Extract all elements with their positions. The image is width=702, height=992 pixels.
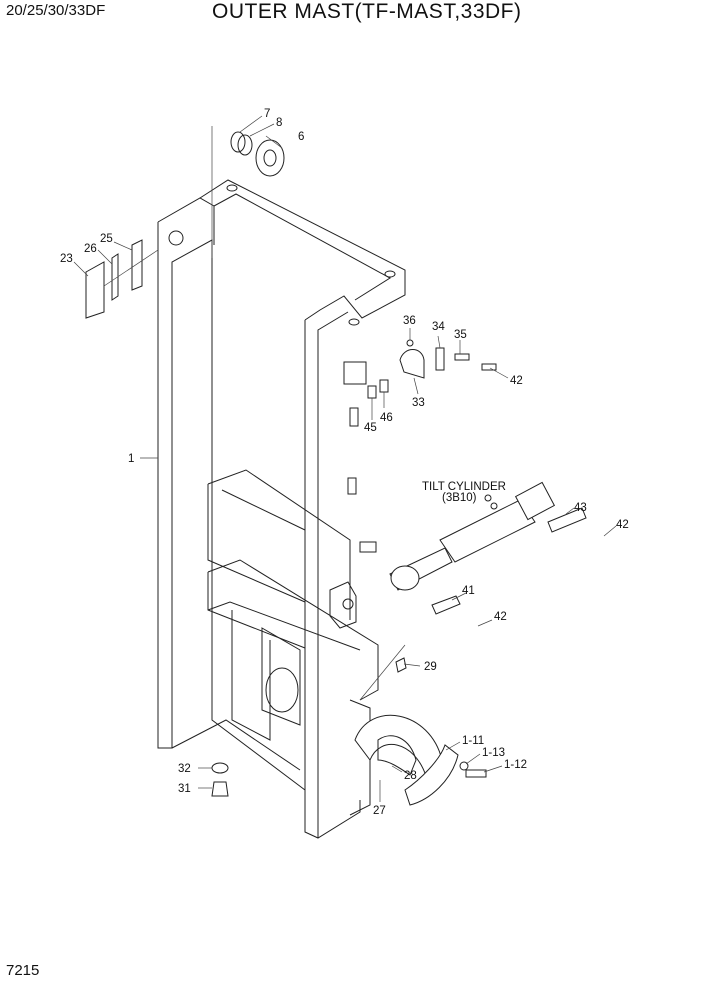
- callout-36: 36: [403, 315, 416, 327]
- callout-32: 32: [178, 763, 191, 775]
- callout-31: 31: [178, 783, 191, 795]
- callout-43: 43: [574, 502, 587, 514]
- callout-45: 45: [364, 422, 377, 434]
- callout-42-clamp: 42: [510, 375, 523, 387]
- callout-1-11: 1-11: [462, 735, 484, 747]
- page-number: 7215: [6, 962, 40, 979]
- bearing-parts: [211, 126, 285, 258]
- callout-35: 35: [454, 329, 467, 341]
- callout-7: 7: [264, 108, 270, 120]
- callout-42-pin: 42: [494, 611, 507, 623]
- callout-1: 1: [128, 453, 134, 465]
- page-title: OUTER MAST(TF-MAST,33DF): [212, 0, 522, 23]
- callout-33: 33: [412, 397, 425, 409]
- callout-42-cylinder: 42: [616, 519, 629, 531]
- hose-clamp-parts: [367, 339, 497, 399]
- callout-27: 27: [373, 805, 386, 817]
- callout-23: 23: [60, 253, 73, 265]
- side-plates: [85, 239, 159, 319]
- callout-8: 8: [276, 117, 282, 129]
- callout-1-12: 1-12: [504, 759, 527, 771]
- leader-lines: [73, 115, 617, 802]
- tilt-cylinder-ref: (3B10): [442, 492, 477, 504]
- callout-26: 26: [84, 243, 97, 255]
- callout-6: 6: [298, 131, 304, 143]
- tilt-cylinder: [389, 481, 587, 615]
- callout-41: 41: [462, 585, 475, 597]
- tilt-cylinder-label: TILT CYLINDER: [422, 481, 506, 493]
- callout-29: 29: [424, 661, 437, 673]
- callout-28: 28: [404, 770, 417, 782]
- callout-1-13: 1-13: [482, 747, 505, 759]
- model-code: 20/25/30/33DF: [6, 2, 106, 19]
- callout-labels: 7 8 6 25 26 23 36 34 35 42 33 46 45 1 43…: [60, 108, 629, 817]
- callout-25: 25: [100, 233, 113, 245]
- trunnion-cap: [211, 657, 487, 806]
- callout-46: 46: [380, 412, 393, 424]
- callout-34: 34: [432, 321, 445, 333]
